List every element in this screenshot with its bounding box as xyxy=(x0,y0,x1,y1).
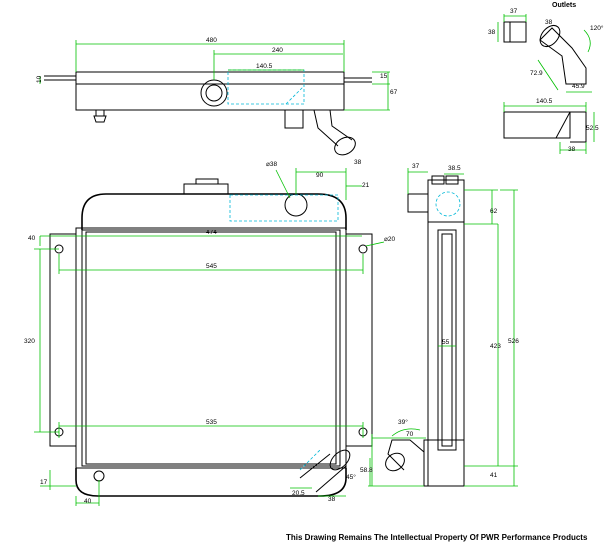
end-top-outlet xyxy=(407,193,429,213)
dim-core-height: 320 xyxy=(24,338,35,345)
front-filler-neck xyxy=(284,193,308,217)
dim-bracket-offset: 40 xyxy=(28,235,36,242)
front-view: 90 21 ⌀38 40 ⌀20 474 545 320 535 17 40 2… xyxy=(24,161,396,506)
top-tank-body xyxy=(75,71,345,111)
dim-outlet-b-length: 72.9 xyxy=(530,70,543,77)
dim-core-width-top: 474 xyxy=(206,229,217,236)
outlet-c xyxy=(503,111,571,139)
dim-outlet-c-length: 140.5 xyxy=(536,98,553,105)
end-bottom-tank xyxy=(423,439,465,487)
right-mount-hole xyxy=(358,244,368,254)
dim-outlet-c-height: 52.5 xyxy=(586,125,599,132)
dim-bottom-outlet-angle: 45° xyxy=(346,473,356,481)
front-bottom-tank xyxy=(75,468,347,497)
dim-top-hidden: 140.5 xyxy=(256,63,273,70)
left-bracket xyxy=(49,233,77,447)
end-view: 37 38.5 62 55 423 526 41 39° 70 58.8 xyxy=(360,163,519,487)
dim-top-inner: 240 xyxy=(272,47,283,54)
bottom-drain-hole xyxy=(93,470,105,482)
front-core xyxy=(85,231,337,465)
dim-outlet-b-dia: 38 xyxy=(545,19,553,26)
top-view: 480 240 140.5 10 15 67 38 xyxy=(36,37,398,166)
dim-end-outlet-height: 58.8 xyxy=(360,467,373,474)
dim-outlet-b-width: 45.9 xyxy=(572,83,585,90)
dim-bottom-outlet-dia: 38 xyxy=(328,496,336,503)
dim-end-inner-width: 38.5 xyxy=(448,165,461,172)
dim-top-height: 67 xyxy=(390,89,398,96)
dim-filler-dia: ⌀38 xyxy=(266,161,278,168)
dim-end-core-width: 55 xyxy=(442,339,450,346)
copyright-notice: This Drawing Remains The Intellectual Pr… xyxy=(286,533,588,542)
outlet-a xyxy=(503,21,527,43)
dim-mount-hole-dia: ⌀20 xyxy=(384,236,396,243)
dim-outlet-c-dia: 38 xyxy=(568,146,576,153)
dim-top-right-tab: 15 xyxy=(380,73,388,80)
dim-end-top-width: 37 xyxy=(412,163,420,170)
right-bracket xyxy=(345,233,373,447)
dim-top-outlet-dia: 38 xyxy=(354,159,362,166)
dim-end-bottom-tank: 41 xyxy=(490,472,498,479)
dim-end-outlet-angle: 39° xyxy=(398,418,408,426)
dim-outlet-b-angle: 120° xyxy=(590,24,604,32)
dim-end-top-tank: 62 xyxy=(490,208,498,215)
dim-top-left-tab: 10 xyxy=(36,75,43,83)
top-outlet-stub xyxy=(284,109,304,129)
dim-end-core-height: 423 xyxy=(490,343,501,350)
dim-filler-height: 21 xyxy=(362,182,370,189)
dim-bottom-outlet-offset: 20.5 xyxy=(292,490,305,497)
dim-bottom-hole-offset: 17 xyxy=(40,479,48,486)
dim-outlet-a-width: 37 xyxy=(510,8,518,15)
end-bottom-outlet xyxy=(385,452,405,472)
outlets-title: Outlets xyxy=(552,2,576,9)
top-outlet-pipe xyxy=(334,136,356,156)
dim-core-width-bottom: 535 xyxy=(206,419,217,426)
outlet-b xyxy=(539,27,587,85)
front-hidden-tank xyxy=(229,194,339,222)
outlets-panel: Outlets 37 38 38 120° 72.9 45.9 140.5 52… xyxy=(488,2,604,154)
top-hidden-tank xyxy=(227,69,305,105)
dim-top-overall: 480 xyxy=(206,37,217,44)
dim-end-total-height: 526 xyxy=(508,338,519,345)
front-top-tank xyxy=(81,193,347,230)
bottom-outlet-pipe xyxy=(329,449,351,471)
dim-bracket-span: 545 xyxy=(206,263,217,270)
dim-end-outlet-length: 70 xyxy=(406,431,414,438)
dim-filler-offset: 90 xyxy=(316,172,324,179)
dim-bottom-hole-x: 40 xyxy=(84,498,92,505)
dim-outlet-a-height: 38 xyxy=(488,29,496,36)
